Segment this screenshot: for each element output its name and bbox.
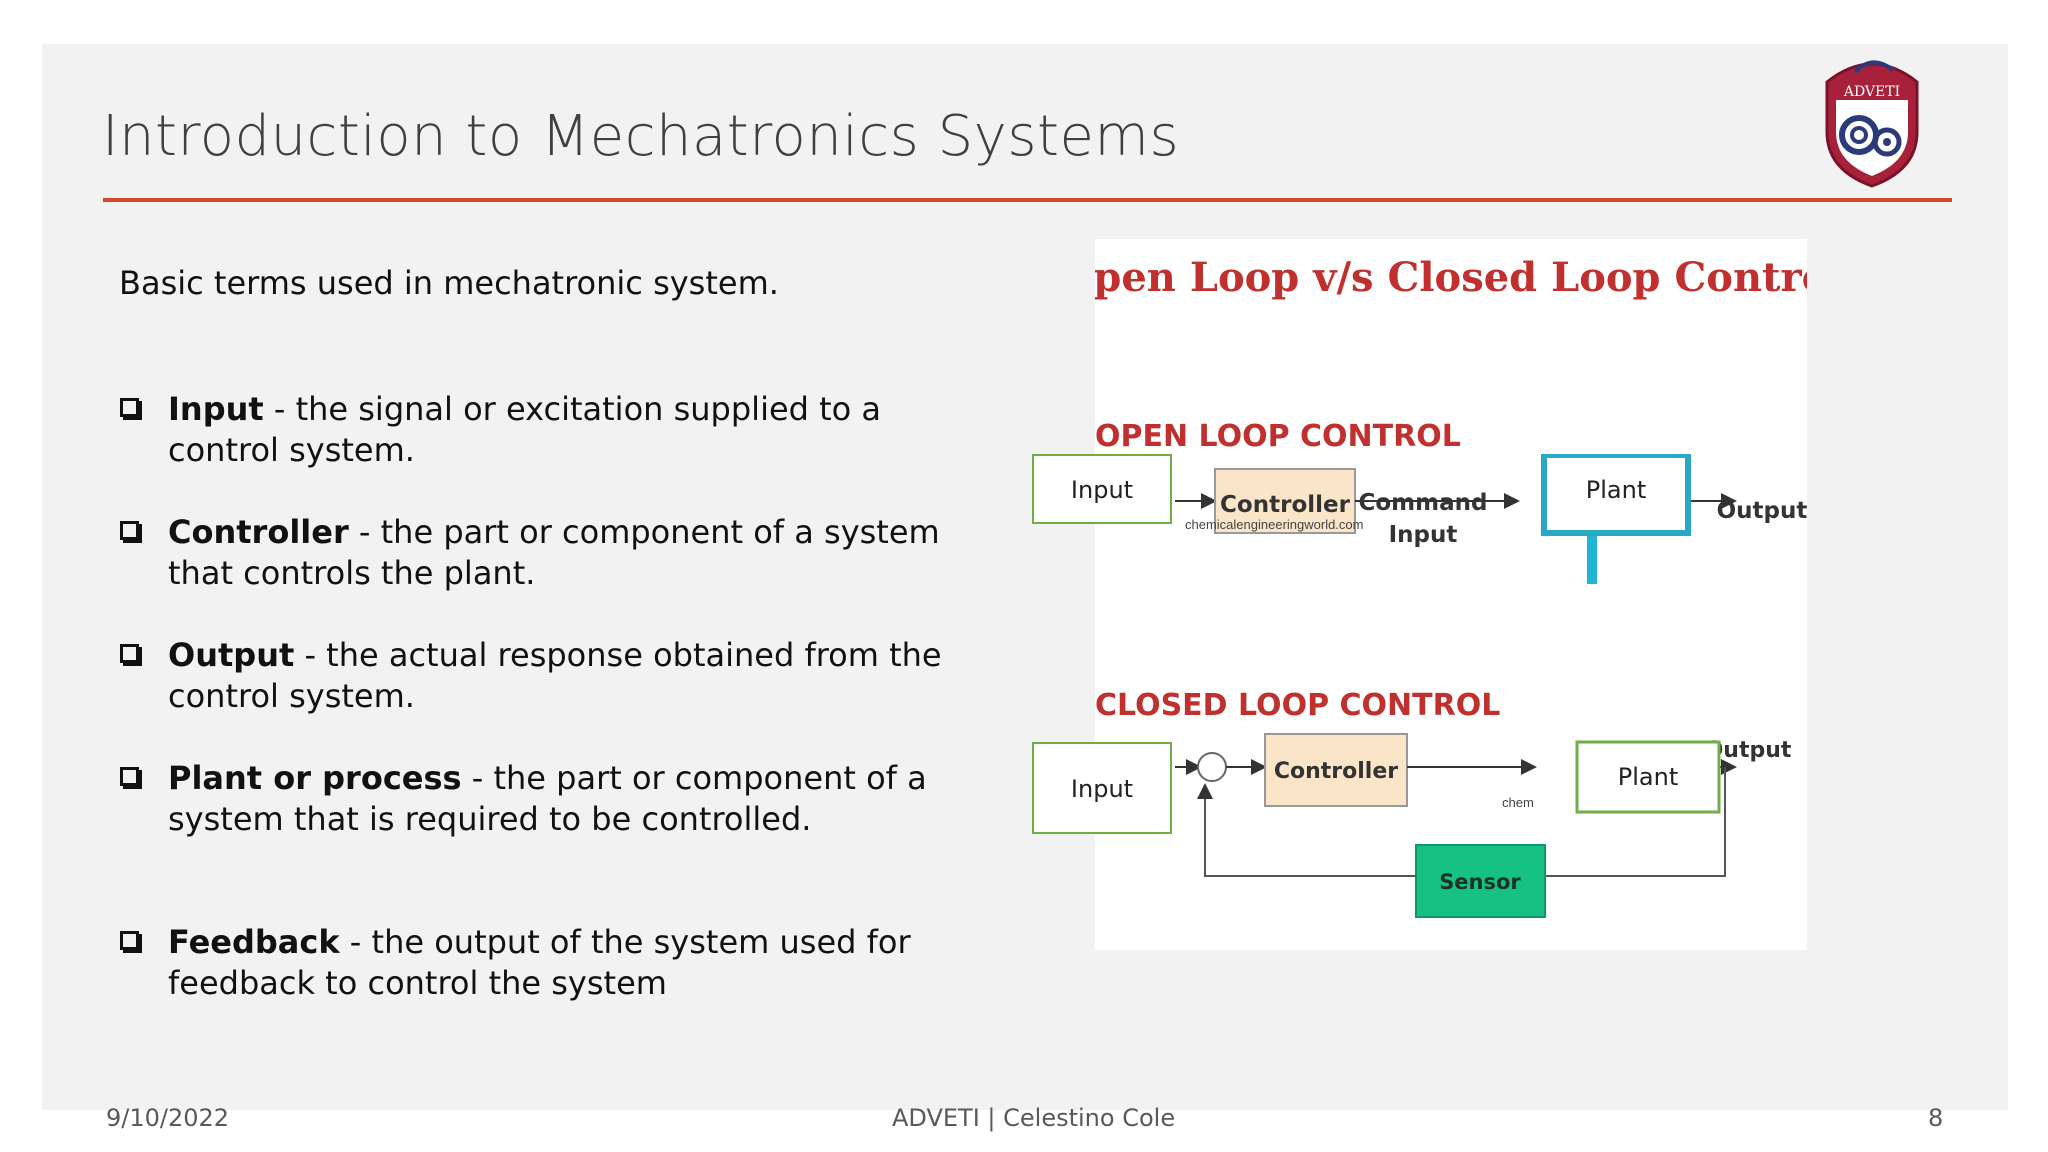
open-controller-label: Controller (1220, 492, 1351, 518)
bullet-term: Controller (168, 513, 349, 551)
overlay-boxes: Input Plant Input Plant (1032, 454, 1721, 834)
bullet-description: - the part or component of a system that… (168, 759, 927, 838)
bullet-description: - the actual response obtained from the … (168, 636, 942, 715)
closed-controller-box (1264, 733, 1408, 807)
bullet-output: Output - the actual response obtained fr… (120, 635, 980, 717)
bullet-description: - the output of the system used for feed… (168, 923, 911, 1002)
open-loop-heading: OPEN LOOP CONTROL (1095, 419, 1461, 454)
command-line-2: Input (1389, 522, 1458, 548)
open-plant-box (1541, 454, 1691, 536)
bullet-description: - the signal or excitation supplied to a… (168, 390, 882, 469)
open-input-box (1032, 454, 1172, 524)
bullet-term: Plant or process (168, 759, 462, 797)
open-input-label: Input (1071, 476, 1133, 504)
open-watermark: chemicalengineeringworld.com (1185, 517, 1363, 532)
closed-plant-box (1575, 740, 1721, 814)
closed-loop-heading: CLOSED LOOP CONTROL (1095, 688, 1500, 723)
checkbox-bullet-icon (120, 931, 139, 950)
control-loop-diagram: Open Loop v/s Closed Loop Control OPEN L… (1095, 239, 1807, 950)
sensor-label: Sensor (1439, 870, 1521, 894)
footer-page-number: 8 (1928, 1104, 1944, 1132)
footer-center: ADVETI | Celestino Cole (892, 1104, 1176, 1132)
bullet-description: - the part or component of a system that… (168, 513, 940, 592)
command-line-1: Command (1359, 490, 1488, 516)
bullet-term: Input (168, 390, 264, 428)
checkbox-bullet-icon (120, 521, 139, 540)
feedback-line-right (1545, 767, 1726, 877)
closed-watermark-left: chem (1502, 795, 1534, 810)
closed-plant-label: Plant (1618, 763, 1678, 791)
intro-text: Basic terms used in mechatronic system. (119, 264, 779, 302)
bullet-term: Feedback (168, 923, 340, 961)
sensor-box (1415, 844, 1546, 918)
closed-controller-label: Controller (1274, 759, 1398, 784)
adveti-logo: ADVETI (1819, 52, 1925, 188)
checkbox-bullet-icon (120, 644, 139, 663)
open-plant-label: Plant (1586, 476, 1646, 504)
slide-title: Introduction to Mechatronics Systems (102, 104, 1180, 169)
closed-input-label: Input (1071, 775, 1133, 803)
open-controller-box (1214, 468, 1356, 534)
checkbox-bullet-icon (120, 398, 139, 417)
feedback-line-left (1197, 783, 1416, 877)
closed-input-box (1032, 742, 1172, 834)
checkbox-bullet-icon (120, 767, 139, 786)
footer-date: 9/10/2022 (106, 1104, 230, 1132)
bullet-feedback: Feedback - the output of the system used… (120, 922, 980, 1004)
slide: Introduction to Mechatronics Systems ADV… (42, 44, 2008, 1132)
control-loop-svg: Open Loop v/s Closed Loop Control OPEN L… (1095, 254, 1807, 918)
diagram-title: Open Loop v/s Closed Loop Control (1095, 254, 1807, 301)
logo-text: ADVETI (1843, 84, 1900, 100)
open-output-label: Output (1717, 498, 1807, 524)
bullet-term: Output (168, 636, 295, 674)
title-underline (103, 198, 1952, 202)
bullet-plant: Plant or process - the part or component… (120, 758, 980, 840)
bullet-input: Input - the signal or excitation supplie… (120, 389, 980, 471)
bullet-controller: Controller - the part or component of a … (120, 512, 980, 594)
open-plant-accent (1587, 504, 1597, 584)
